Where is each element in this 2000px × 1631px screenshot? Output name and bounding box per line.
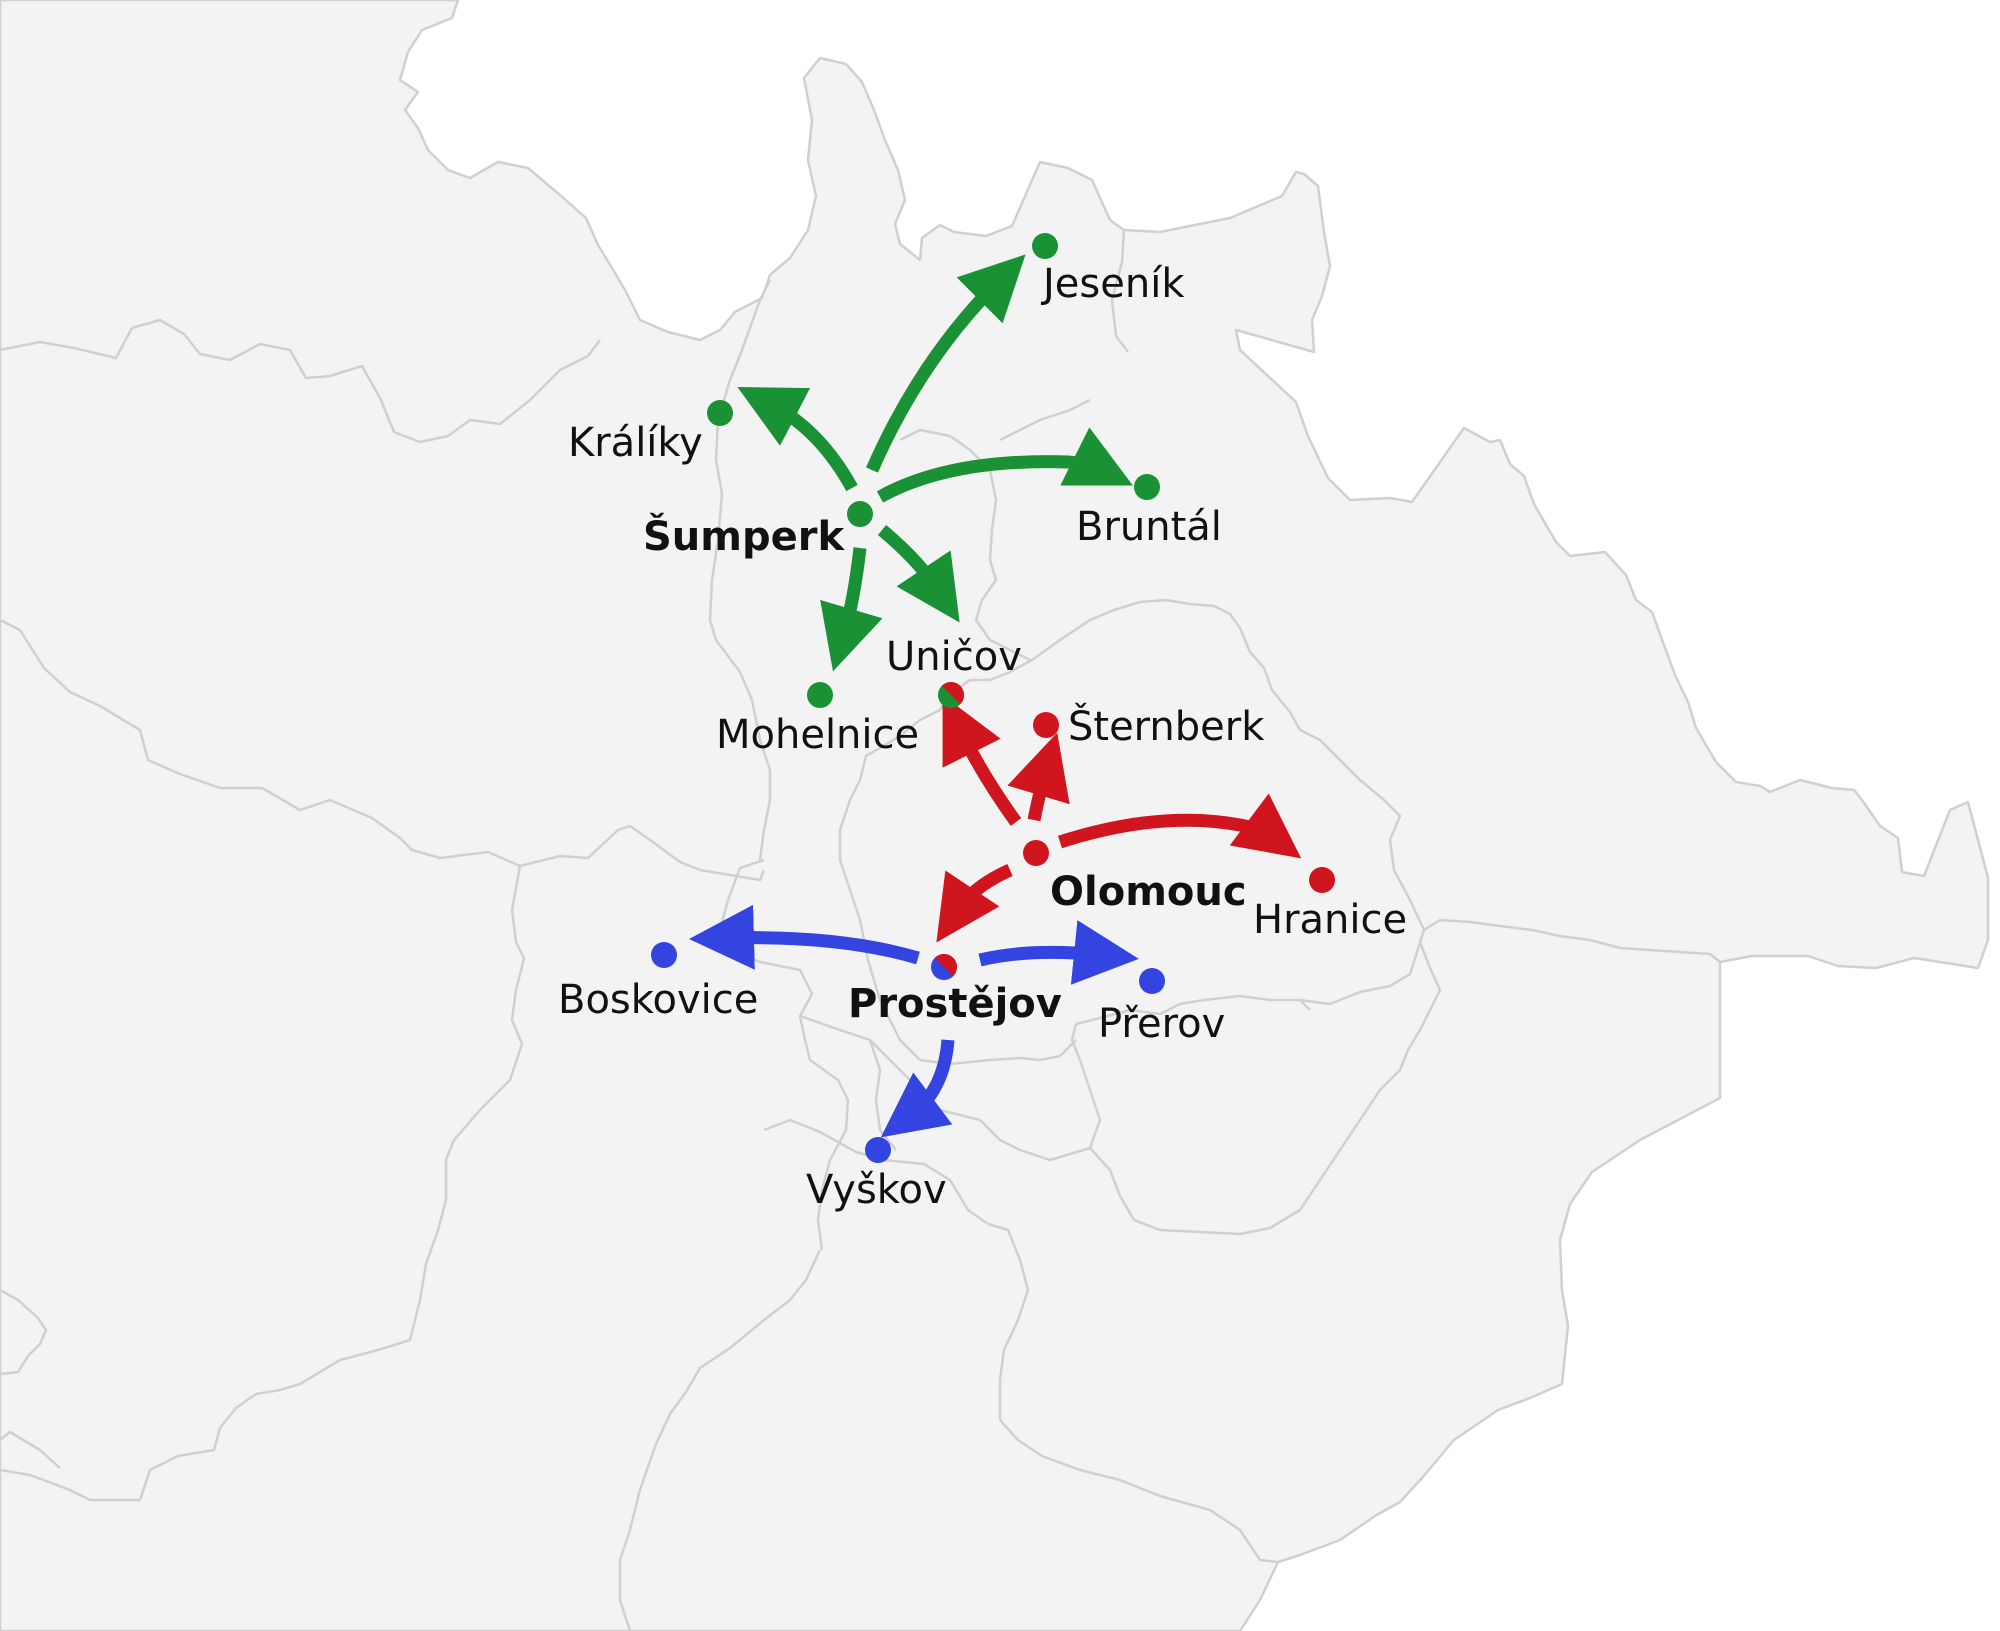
label-jesenik: Jeseník [1040, 261, 1185, 307]
city-dot-half-unicov [941, 682, 964, 705]
city-dot-vyskov [865, 1137, 891, 1163]
label-prerov: Přerov [1098, 1001, 1225, 1047]
city-dot-mohelnice [807, 682, 833, 708]
city-dot-olomouc [1023, 840, 1049, 866]
route-sumperk-to-bruntal [876, 427, 1133, 503]
region-border [1423, 918, 1721, 963]
route-olomouc-to-hranice [1058, 793, 1302, 859]
route-prostejov-to-boskovice [689, 904, 920, 970]
labels-layer: Šumperk Olomouc Prostějov Jeseník Králík… [558, 261, 1407, 1213]
region-border [1110, 229, 1129, 353]
label-prostejov: Prostějov [848, 981, 1062, 1027]
route-olomouc-to-prostejov [936, 864, 1013, 943]
route-prostejov-to-prerov [978, 920, 1139, 985]
label-sumperk: Šumperk [643, 512, 845, 560]
label-kraliky: Králíky [568, 420, 703, 466]
city-dot-bruntal [1134, 474, 1160, 500]
region-border [1089, 929, 1442, 1236]
route-sumperk-to-kraliky [737, 386, 858, 492]
label-vyskov: Vyškov [806, 1167, 947, 1213]
label-hranice: Hranice [1253, 897, 1407, 943]
label-bruntal: Bruntál [1076, 504, 1222, 550]
city-dot-kraliky [707, 400, 733, 426]
label-sternberk: Šternberk [1068, 702, 1265, 750]
city-dot-sumperk [847, 501, 873, 527]
region-border [0, 618, 766, 882]
region-border [999, 398, 1091, 442]
region-border [763, 1118, 1030, 1420]
region-border [938, 598, 1191, 711]
region-border [838, 708, 941, 1061]
city-dot-jesenik [1032, 233, 1058, 259]
label-olomouc: Olomouc [1050, 869, 1247, 915]
city-dots-layer [651, 233, 1335, 1163]
route-olomouc-to-sternberk [1007, 732, 1070, 822]
region-border [1189, 602, 1426, 931]
region-border [0, 1430, 61, 1469]
city-dot-half-prostejov [934, 954, 957, 977]
region-border [899, 428, 1031, 662]
region-border [0, 1288, 48, 1376]
label-unicov: Uničov [886, 634, 1022, 680]
routes-layer [689, 254, 1302, 1138]
label-boskovice: Boskovice [558, 977, 758, 1023]
city-dot-prerov [1139, 968, 1165, 994]
route-sumperk-to-mohelnice [820, 547, 883, 672]
label-mohelnice: Mohelnice [716, 712, 919, 758]
region-border [0, 318, 601, 444]
region-border [999, 1419, 1279, 1564]
route-sumperk-to-unicov [877, 525, 960, 623]
region-border [618, 1249, 822, 1631]
region-border [708, 279, 772, 861]
route-prostejov-to-vyskov [880, 1039, 955, 1138]
city-dot-boskovice [651, 942, 677, 968]
city-dot-hranice [1309, 867, 1335, 893]
city-dot-sternberk [1033, 712, 1059, 738]
route-sumperk-to-jesenik [866, 254, 1026, 473]
region-border [0, 865, 526, 1502]
region-border [1299, 929, 1426, 1006]
route-olomouc-to-unicov [942, 695, 1022, 826]
